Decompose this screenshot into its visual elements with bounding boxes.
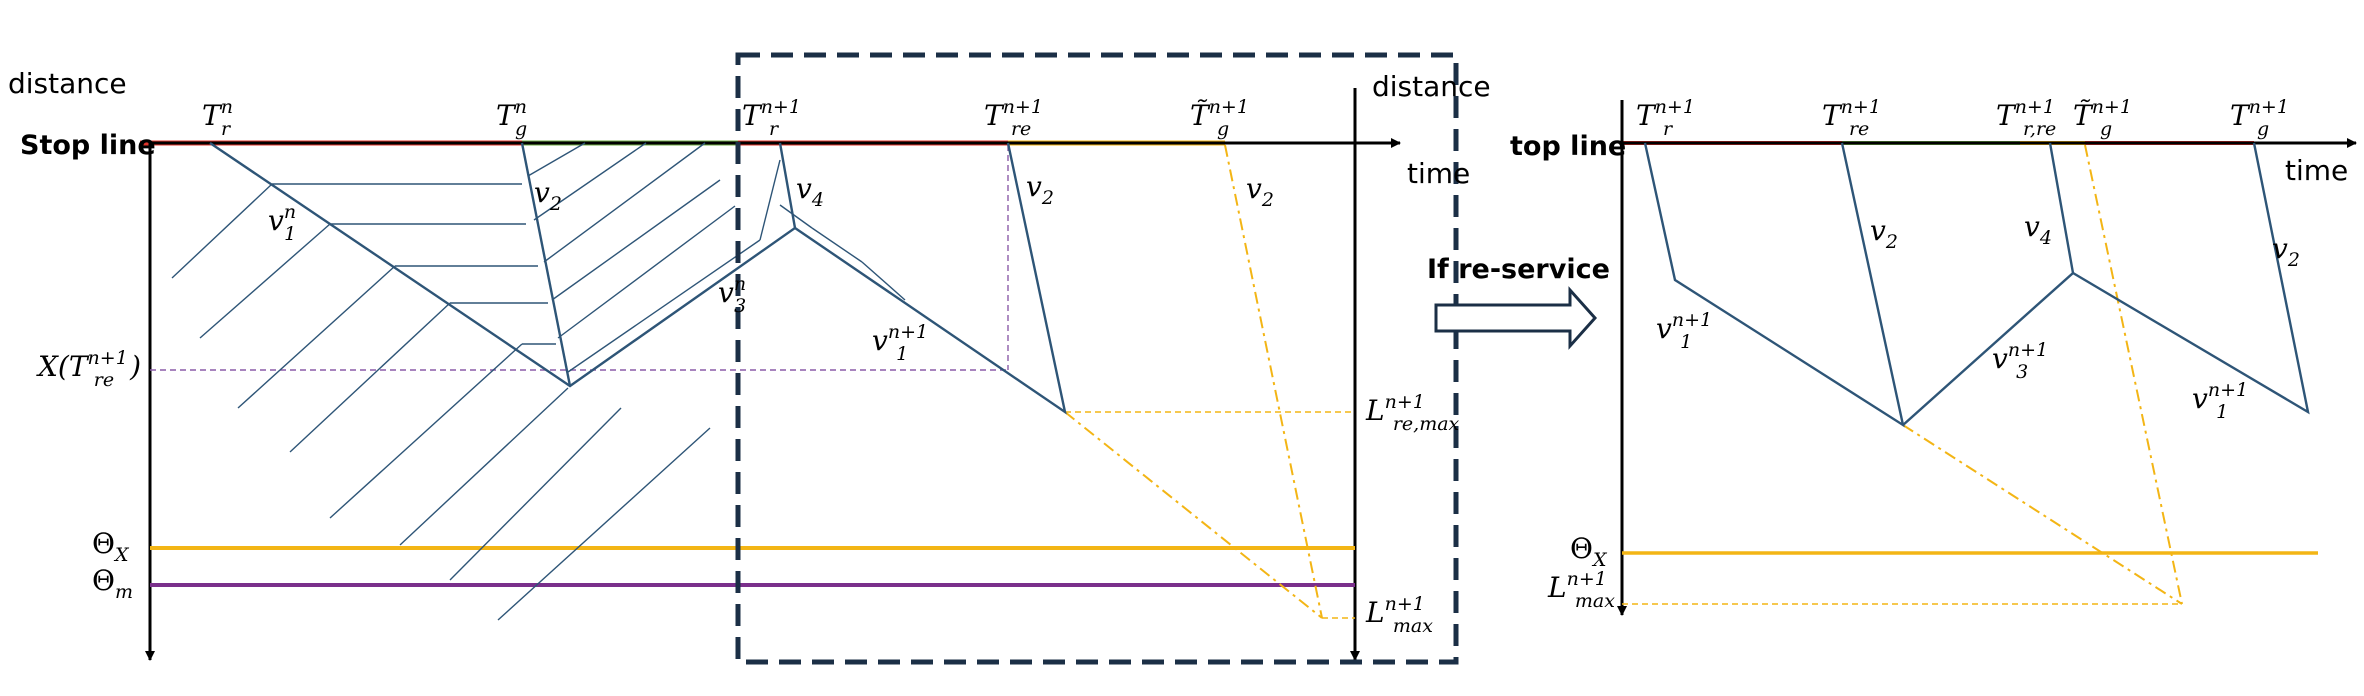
transition-arrow: If re-service: [1427, 254, 1610, 350]
vehicle-trajectories: [171, 142, 906, 621]
left-time-label: time: [1407, 157, 1470, 190]
re-service-label: If re-service: [1427, 254, 1610, 285]
right-recovery-trajectory: [1902, 142, 2075, 426]
right-theta-x-label: ΘX: [1570, 532, 1608, 571]
left-stop-line-label: Stop line: [20, 130, 156, 161]
right-stop-line-label: top line: [1510, 131, 1626, 162]
queue-tail-trajectory: [520, 142, 572, 387]
right-second-queue-trajectory: [2072, 142, 2310, 415]
shockwave-trajectory: [209, 142, 797, 388]
right-time-label: time: [2285, 154, 2348, 187]
right-yellow-projection-1: [1902, 424, 2183, 605]
yellow-projection-1: [1064, 411, 1323, 619]
right-yellow-projection-2: [2084, 144, 2183, 605]
speed-label-v4: v4: [796, 172, 824, 211]
left-panel: [140, 88, 1401, 661]
right-panel: [1617, 100, 2357, 616]
right-speed-v4: v4: [2024, 210, 2052, 249]
right-arrow-icon: [1434, 286, 1598, 350]
left-right-distance-label: distance: [1372, 70, 1491, 103]
speed-label-v2-c: v2: [1246, 172, 1274, 211]
right-speed-v2-b: v2: [2272, 232, 2300, 271]
yellow-projection-2: [1224, 144, 1323, 619]
focus-dashed-box: [735, 52, 1459, 665]
speed-label-v2-b: v2: [1026, 170, 1054, 209]
right-shockwave-trajectory: [1643, 142, 1905, 428]
left-distance-label: distance: [8, 67, 127, 100]
speed-label-v2-a: v2: [534, 176, 562, 215]
theta-x-label: ΘX: [92, 527, 130, 566]
right-speed-v2-a: v2: [1870, 214, 1898, 253]
theta-m-label: Θm: [92, 564, 133, 603]
re-service-trajectory: [794, 142, 1067, 415]
